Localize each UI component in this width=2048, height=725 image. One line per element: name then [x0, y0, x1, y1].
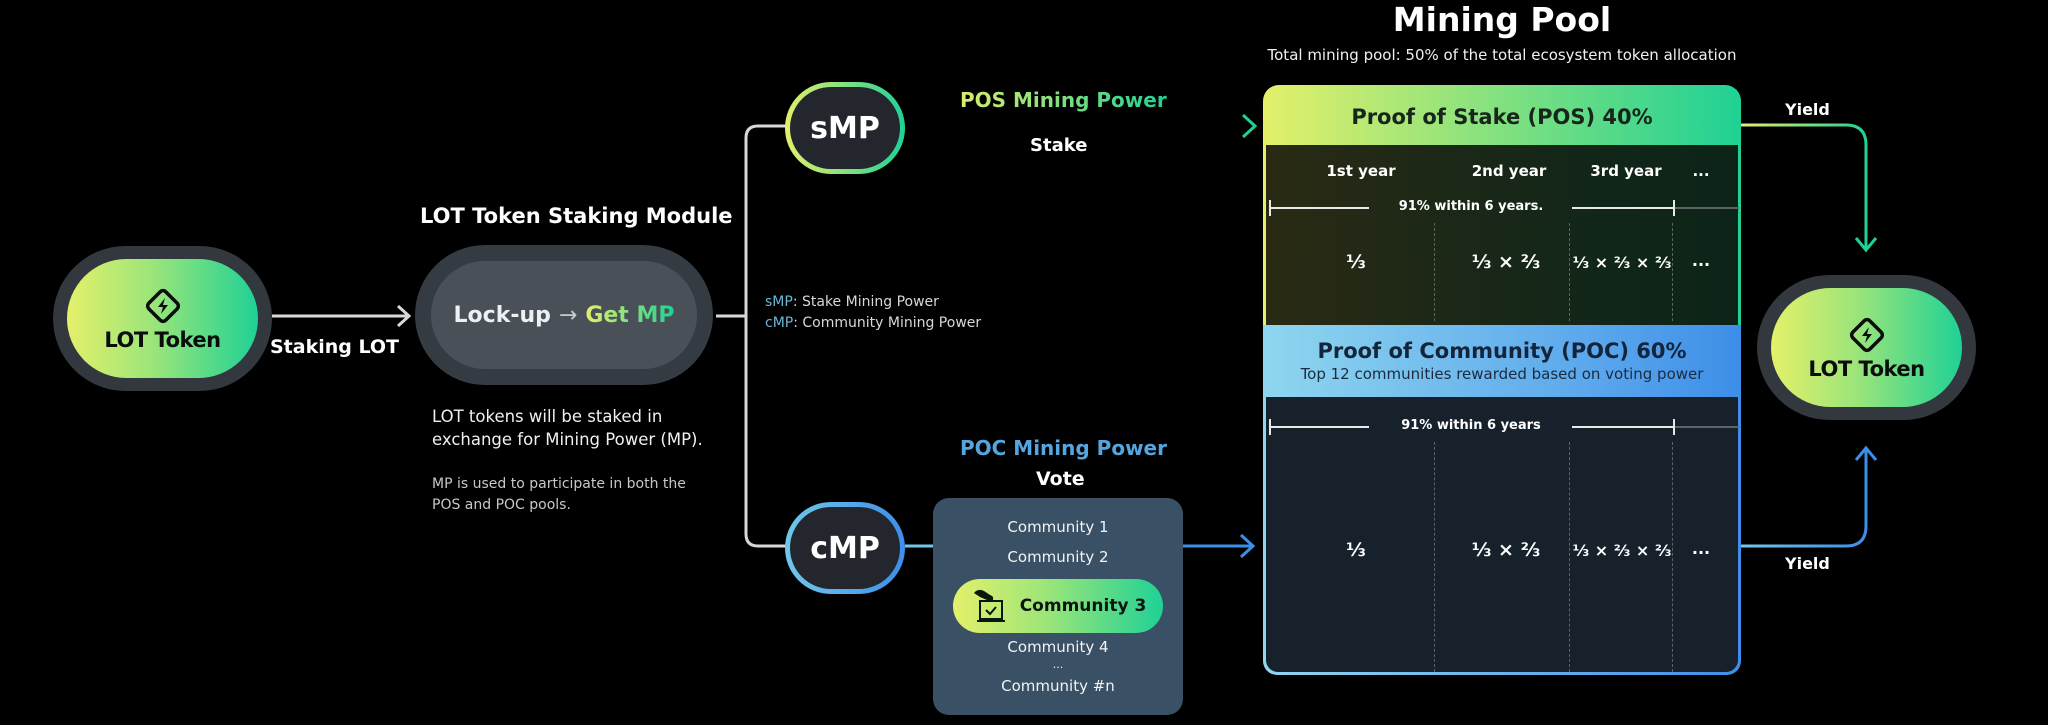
pos-pool-card: Proof of Stake (POS) 40% 1st year 2nd ye… — [1263, 85, 1741, 325]
poc-fraction-1: ⅓ — [1346, 539, 1366, 561]
split-bracket — [744, 124, 790, 548]
poc-divider — [1569, 442, 1570, 672]
cmp-label: cMP — [810, 530, 880, 566]
pos-fraction-2: ⅓ × ⅔ — [1471, 251, 1541, 273]
pos-divider — [1569, 223, 1570, 321]
poc-fraction-2: ⅓ × ⅔ — [1471, 539, 1541, 561]
community-item[interactable]: Community #n — [1001, 677, 1115, 695]
smp-node: sMP — [785, 82, 905, 174]
lot-logo-icon — [145, 288, 180, 323]
mining-pool-subtitle: Total mining pool: 50% of the total ecos… — [1267, 46, 1737, 64]
ballot-box-icon — [973, 589, 1005, 622]
poc-subtitle: Top 12 communities rewarded based on vot… — [1300, 365, 1704, 383]
staking-module-description: LOT tokens will be staked in exchange fo… — [432, 407, 703, 449]
yield-bottom-arrowhead — [1854, 445, 1878, 461]
staking-edge-label: Staking LOT — [270, 336, 400, 358]
stake-label: Stake — [1030, 135, 1088, 156]
pos-schedule: 1st year 2nd year 3rd year ... 91% withi… — [1266, 145, 1739, 325]
pos-fraction-3: ⅓ × ⅔ × ⅔ — [1572, 253, 1672, 272]
legend-item-cmp: cMP: Community Mining Power — [765, 315, 982, 331]
poc-pool-card: Proof of Community (POC) 60% Top 12 comm… — [1263, 325, 1741, 675]
pos-title: Proof of Stake (POS) 40% — [1351, 104, 1653, 129]
yield-top-label: Yield — [1785, 100, 1830, 119]
cmp-node: cMP — [785, 502, 905, 594]
poc-fraction-3: ⅓ × ⅔ × ⅔ — [1572, 541, 1672, 560]
pos-span-bar-right — [1572, 207, 1674, 209]
poc-arrowhead — [1239, 533, 1256, 559]
staking-module-subdescription: MP is used to participate in both the PO… — [432, 476, 686, 513]
pos-year-3: 3rd year — [1590, 162, 1662, 180]
poc-divider — [1672, 442, 1673, 672]
pos-span-note: 91% within 6 years. — [1398, 199, 1544, 214]
staking-arrowhead — [396, 304, 412, 328]
source-token-node: LOT Token — [53, 246, 272, 391]
arrow-right-icon: → — [558, 302, 578, 328]
poc-mining-power-label: POC Mining Power — [960, 436, 1167, 460]
target-token-label: LOT Token — [1808, 356, 1925, 381]
community-item[interactable]: Community 1 — [1007, 518, 1109, 536]
lock-up-label: Lock-up — [453, 302, 551, 328]
poc-title: Proof of Community (POC) 60% — [1317, 339, 1687, 363]
pos-span-bar-left — [1269, 207, 1369, 209]
pos-fraction-more: ... — [1691, 251, 1711, 270]
community-item-selected[interactable]: Community 3 — [953, 579, 1163, 633]
pos-year-2: 2nd year — [1471, 162, 1547, 180]
get-mp-label: Get MP — [585, 302, 675, 328]
community-ellipsis: ... — [1052, 658, 1064, 671]
staking-module-title: LOT Token Staking Module — [420, 204, 733, 228]
yield-bottom-label: Yield — [1785, 554, 1830, 573]
pos-arrowhead — [1241, 113, 1258, 139]
smp-label: sMP — [810, 110, 880, 146]
pos-mining-power-label: POS Mining Power — [960, 88, 1167, 112]
pos-divider — [1672, 223, 1673, 321]
mining-pool-title: Mining Pool — [1392, 0, 1612, 39]
yield-top-arrowhead — [1854, 237, 1878, 253]
pos-span-end-tick — [1673, 200, 1675, 216]
pos-divider — [1434, 223, 1435, 321]
pos-span-bar-tail — [1675, 207, 1739, 209]
community-item[interactable]: Community 2 — [1007, 548, 1109, 566]
target-token-node: LOT Token — [1757, 275, 1976, 420]
pos-year-more: ... — [1692, 162, 1710, 180]
poc-fraction-more: ... — [1691, 539, 1711, 558]
poc-span-bar-left — [1269, 426, 1369, 428]
lot-logo-icon — [1849, 317, 1884, 352]
source-token-label: LOT Token — [104, 327, 221, 352]
community-list: Community 1 Community 2 Community 3 Comm… — [933, 498, 1183, 715]
poc-span-bar-tail — [1675, 426, 1739, 428]
legend-item-smp: sMP: Stake Mining Power — [765, 294, 939, 310]
community-selected-label: Community 3 — [1019, 596, 1147, 616]
yield-bottom-arrow — [1741, 450, 1868, 548]
mp-legend: sMP: Stake Mining Power cMP: Community M… — [765, 292, 981, 334]
poc-span-end-tick — [1673, 419, 1675, 435]
poc-divider — [1434, 442, 1435, 672]
poc-span-bar-right — [1572, 426, 1674, 428]
poc-span-note: 91% within 6 years — [1401, 418, 1541, 433]
pos-fraction-1: ⅓ — [1346, 251, 1366, 273]
pos-year-1: 1st year — [1326, 162, 1396, 180]
poc-schedule: 91% within 6 years ⅓ ⅓ × ⅔ ⅓ × ⅔ × ⅔ ... — [1266, 397, 1739, 672]
community-item[interactable]: Community 4 — [1007, 638, 1109, 656]
staking-module-node: Lock-up → Get MP — [415, 245, 713, 385]
yield-top-arrow — [1741, 123, 1868, 248]
vote-label: Vote — [1036, 468, 1085, 490]
